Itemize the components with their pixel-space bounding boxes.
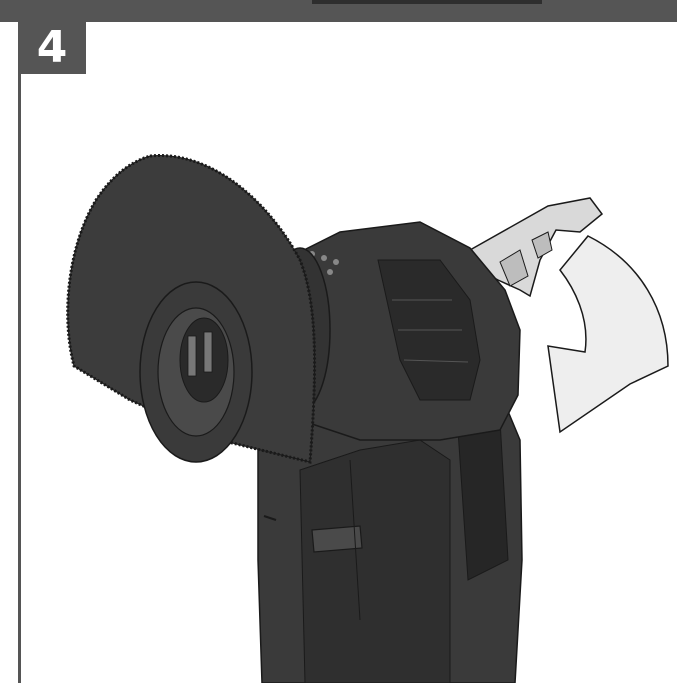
blade-clamp-icon: [139, 281, 253, 463]
top-border-bar: [0, 0, 677, 22]
step-number: 4: [36, 22, 68, 73]
side-switch: [311, 525, 363, 553]
top-bar-image-strip: [312, 0, 542, 4]
rotation-arrow-icon: [547, 235, 669, 434]
indicator-dot: [333, 259, 339, 265]
indicator-dot: [327, 269, 333, 275]
step-number-badge: 4: [18, 22, 86, 74]
left-border-rule: [18, 22, 21, 683]
indicator-dot: [321, 255, 327, 261]
